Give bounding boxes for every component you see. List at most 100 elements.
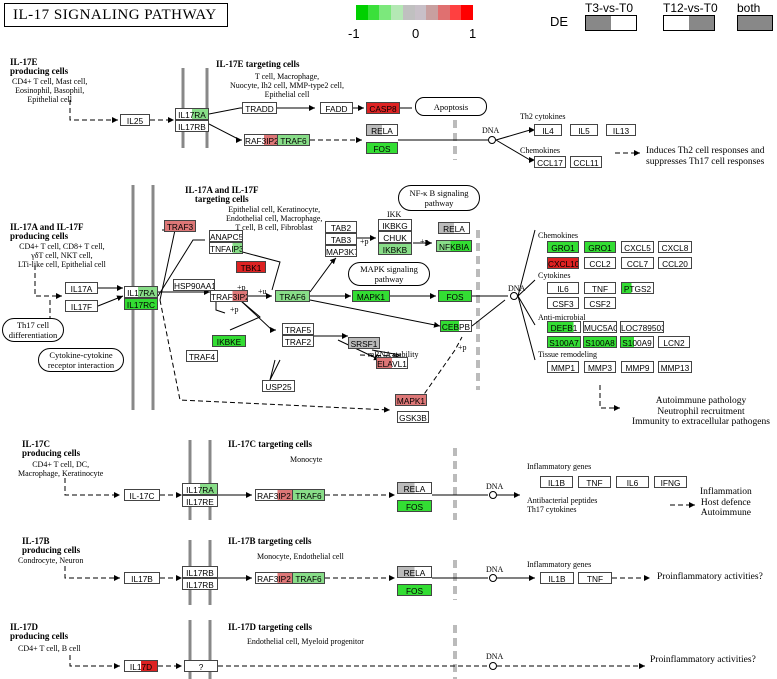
mapk-pathway-link[interactable]: MAPK signaling pathway bbox=[348, 262, 430, 286]
gene-il17rb-b2[interactable]: IL17RB bbox=[182, 578, 218, 590]
gene-il17b[interactable]: IL17B bbox=[124, 572, 160, 584]
gene-ikbkb[interactable]: IKBKB bbox=[378, 243, 412, 255]
gene-fos-e[interactable]: FOS bbox=[366, 142, 398, 154]
gene-tnf[interactable]: TNF bbox=[584, 282, 616, 294]
th17-differentiation-link[interactable]: Th17 cell differentiation bbox=[2, 318, 64, 342]
gene-il17re-c[interactable]: IL17RE bbox=[182, 495, 218, 507]
gene-csf3[interactable]: CSF3 bbox=[547, 297, 579, 309]
gene-traf4[interactable]: TRAF4 bbox=[186, 350, 218, 362]
gene-tab2[interactable]: TAB2 bbox=[325, 221, 357, 233]
gene-il17ra-a[interactable]: IL17RA bbox=[124, 286, 158, 298]
gene-mapk1-b[interactable]: MAPK1 bbox=[395, 394, 427, 406]
gene-mmp13[interactable]: MMP13 bbox=[658, 361, 692, 373]
gene-mmp9[interactable]: MMP9 bbox=[621, 361, 654, 373]
gene-fos-b[interactable]: FOS bbox=[397, 584, 432, 596]
gene-tbk1[interactable]: TBK1 bbox=[236, 261, 266, 273]
unknown-receptor-box[interactable]: ? bbox=[184, 660, 218, 672]
gene-il17d[interactable]: IL17D bbox=[124, 660, 158, 672]
gene-map3k7[interactable]: MAP3K7 bbox=[325, 245, 357, 257]
gene-chuk[interactable]: CHUK bbox=[378, 231, 412, 243]
gene-il17ra-c[interactable]: IL17RA bbox=[182, 483, 218, 495]
gene-mmp1[interactable]: MMP1 bbox=[547, 361, 579, 373]
gene-fos-a[interactable]: FOS bbox=[438, 290, 472, 302]
gene-csf2[interactable]: CSF2 bbox=[584, 297, 616, 309]
gene-hsp90aa1[interactable]: HSP90AA1 bbox=[173, 279, 215, 291]
gene-tnf-c[interactable]: TNF bbox=[578, 476, 611, 488]
apoptosis-link[interactable]: Apoptosis bbox=[415, 97, 487, 116]
gene-gro1b[interactable]: GRO1 bbox=[584, 241, 616, 253]
gene-lcn2[interactable]: LCN2 bbox=[658, 336, 690, 348]
gene-ifng-c[interactable]: IFNG bbox=[654, 476, 687, 488]
gene-loc789503[interactable]: LOC789503 bbox=[620, 321, 664, 333]
gene-elavl1[interactable]: ELAVL1 bbox=[376, 357, 408, 369]
gene-cxcl5[interactable]: CXCL5 bbox=[621, 241, 654, 253]
gene-rela-b[interactable]: RELA bbox=[397, 566, 432, 578]
gene-il17c[interactable]: IL-17C bbox=[124, 489, 160, 501]
gene-il17ra-e[interactable]: IL17RA bbox=[175, 108, 209, 120]
gene-cebpb[interactable]: CEBPB bbox=[440, 320, 472, 332]
gene-traf3[interactable]: TRAF3 bbox=[164, 220, 196, 232]
legend-key-t3: T3-vs-T0 bbox=[585, 1, 633, 15]
gene-anapc5[interactable]: ANAPC5 bbox=[209, 230, 243, 242]
gene-il25[interactable]: IL25 bbox=[120, 114, 150, 126]
gene-tnf-b[interactable]: TNF bbox=[578, 572, 612, 584]
gene-defb1[interactable]: DEFB1 bbox=[547, 321, 581, 333]
gene-ccl17[interactable]: CCL17 bbox=[534, 156, 566, 168]
gene-casp8[interactable]: CASP8 bbox=[366, 102, 400, 114]
gene-gro1a[interactable]: GRO1 bbox=[547, 241, 579, 253]
gene-fadd[interactable]: FADD bbox=[320, 102, 353, 114]
gene-rela-e[interactable]: RELA bbox=[366, 124, 398, 136]
gene-il6-c[interactable]: IL6 bbox=[616, 476, 649, 488]
gene-cxcl10[interactable]: CXCL10 bbox=[547, 257, 579, 269]
gene-traf2[interactable]: TRAF2 bbox=[282, 335, 314, 347]
gene-raf3ip2-b[interactable]: RAF3IP2 bbox=[255, 572, 293, 584]
gene-rela-c[interactable]: RELA bbox=[397, 482, 432, 494]
gene-raf3ip2-e[interactable]: RAF3IP2 bbox=[244, 134, 278, 146]
plus-p-label-5: +p bbox=[458, 343, 467, 352]
gene-ccl7[interactable]: CCL7 bbox=[621, 257, 654, 269]
gene-mmp3[interactable]: MMP3 bbox=[584, 361, 616, 373]
gene-s100a8[interactable]: S100A8 bbox=[583, 336, 617, 348]
gene-il4[interactable]: IL4 bbox=[534, 124, 562, 136]
page-title: IL-17 SIGNALING PATHWAY bbox=[4, 3, 228, 27]
gene-s100a9[interactable]: S100A9 bbox=[620, 336, 654, 348]
gene-il13[interactable]: IL13 bbox=[606, 124, 636, 136]
gene-ikbkg[interactable]: IKBKG bbox=[378, 219, 412, 231]
gene-il17rb-b[interactable]: IL17RB bbox=[182, 566, 218, 578]
gene-tradd[interactable]: TRADD bbox=[242, 102, 277, 114]
gene-traf3ip2[interactable]: TRAF3IP2 bbox=[210, 290, 248, 302]
gene-traf6-c[interactable]: TRAF6 bbox=[292, 489, 325, 501]
gene-srsf1[interactable]: SRSF1 bbox=[348, 337, 380, 349]
gene-il17rb-e[interactable]: IL17RB bbox=[175, 120, 209, 132]
gene-ikbke[interactable]: IKBKE bbox=[212, 335, 246, 347]
gene-raf3ip2-c[interactable]: RAF3IP2 bbox=[255, 489, 293, 501]
gene-gsk3b[interactable]: GSK3B bbox=[397, 411, 429, 423]
cytokine-receptor-link[interactable]: Cytokine-cytokine receptor interaction bbox=[38, 348, 124, 372]
gene-ptgs2[interactable]: PTGS2 bbox=[621, 282, 654, 294]
gene-il17rc-a[interactable]: IL17RC bbox=[124, 298, 158, 310]
gene-cxcl8[interactable]: CXCL8 bbox=[658, 241, 692, 253]
nfkb-pathway-link[interactable]: NF-κ B signaling pathway bbox=[398, 185, 480, 211]
gene-ccl11[interactable]: CCL11 bbox=[570, 156, 602, 168]
gene-il1b-b[interactable]: IL1B bbox=[540, 572, 574, 584]
gene-ccl2[interactable]: CCL2 bbox=[584, 257, 616, 269]
gene-traf6-b[interactable]: TRAF6 bbox=[292, 572, 325, 584]
gene-s100a7[interactable]: S100A7 bbox=[547, 336, 581, 348]
gene-il6[interactable]: IL6 bbox=[547, 282, 579, 294]
gene-il17a[interactable]: IL17A bbox=[65, 282, 98, 294]
gene-rela-a[interactable]: RELA bbox=[438, 222, 470, 234]
gene-il1b-c[interactable]: IL1B bbox=[540, 476, 573, 488]
gene-mapk1-a[interactable]: MAPK1 bbox=[352, 290, 390, 302]
gene-tnfaip3[interactable]: TNFAIP3 bbox=[209, 242, 243, 254]
gene-il17f[interactable]: IL17F bbox=[65, 300, 98, 312]
gene-usp25[interactable]: USP25 bbox=[262, 380, 295, 392]
gene-muc5ac[interactable]: MUC5AC bbox=[583, 321, 617, 333]
gene-il5[interactable]: IL5 bbox=[570, 124, 598, 136]
gene-fos-c[interactable]: FOS bbox=[397, 500, 432, 512]
gene-nfkbia[interactable]: NFKBIA bbox=[436, 240, 472, 252]
gene-ccl20[interactable]: CCL20 bbox=[658, 257, 692, 269]
gene-tab3[interactable]: TAB3 bbox=[325, 233, 357, 245]
gene-traf5[interactable]: TRAF5 bbox=[282, 323, 314, 335]
gene-traf6-e[interactable]: TRAF6 bbox=[277, 134, 310, 146]
gene-traf6-a[interactable]: TRAF6 bbox=[275, 290, 310, 302]
